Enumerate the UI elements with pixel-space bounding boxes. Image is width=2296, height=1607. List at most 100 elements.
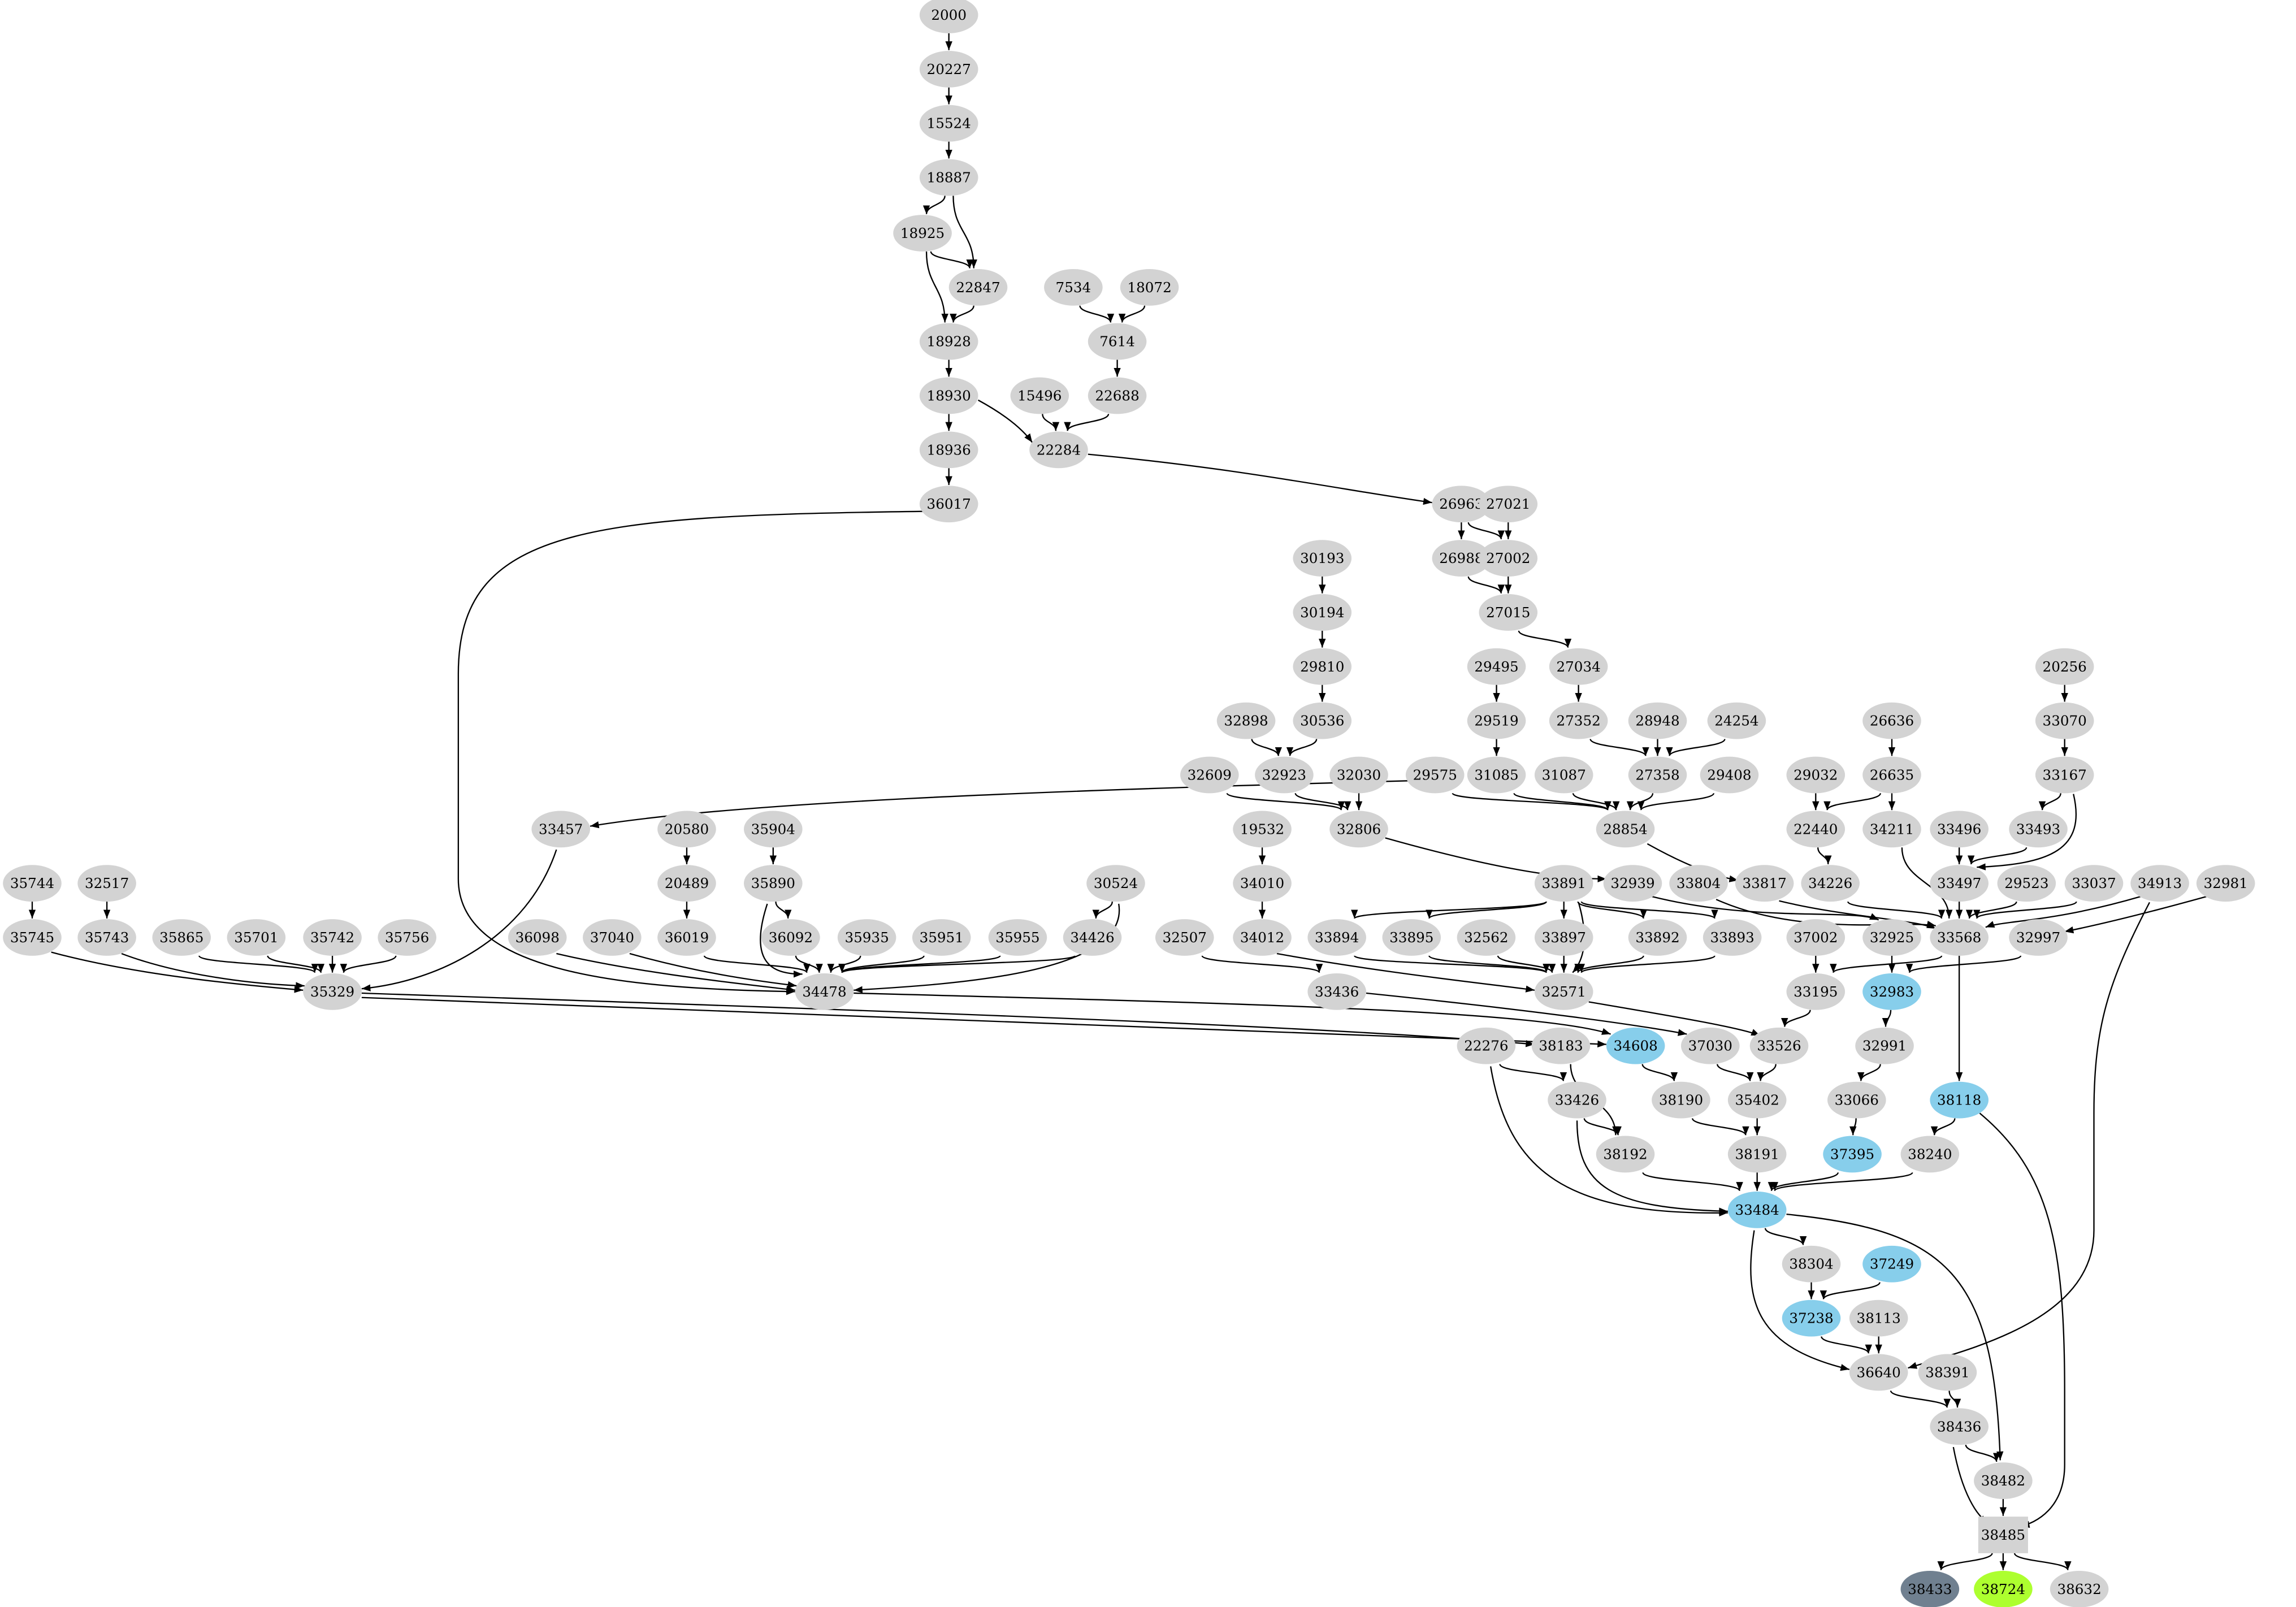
node-38436[interactable]: 38436	[1930, 1408, 1989, 1445]
node-33526[interactable]: 33526	[1749, 1027, 1809, 1064]
node-34426[interactable]: 34426	[1063, 919, 1122, 956]
node-29523[interactable]: 29523	[1997, 865, 2056, 902]
node-36017[interactable]: 36017	[919, 486, 978, 523]
node-31087[interactable]: 31087	[1534, 756, 1593, 794]
node-28854[interactable]: 28854	[1596, 811, 1655, 848]
node-35935[interactable]: 35935	[837, 919, 896, 956]
node-38191[interactable]: 38191	[1727, 1136, 1787, 1173]
node-18928[interactable]: 18928	[919, 323, 978, 360]
node-38485[interactable]: 38485	[1978, 1517, 2028, 1553]
node-2000[interactable]: 2000	[919, 0, 978, 33]
node-35904[interactable]: 35904	[744, 811, 803, 848]
node-38240[interactable]: 38240	[1900, 1136, 1960, 1173]
node-33070[interactable]: 33070	[2035, 702, 2094, 739]
node-38391[interactable]: 38391	[1918, 1354, 1977, 1391]
node-29575[interactable]: 29575	[1405, 756, 1465, 794]
node-33426[interactable]: 33426	[1548, 1081, 1606, 1119]
node-32562[interactable]: 32562	[1457, 919, 1516, 956]
node-33894[interactable]: 33894	[1307, 919, 1366, 956]
node-27015[interactable]: 27015	[1479, 594, 1538, 631]
node-32806[interactable]: 32806	[1329, 811, 1388, 848]
node-20489[interactable]: 20489	[657, 865, 716, 902]
node-32507[interactable]: 32507	[1155, 919, 1214, 956]
node-34226[interactable]: 34226	[1801, 865, 1860, 902]
node-36640[interactable]: 36640	[1849, 1354, 1908, 1391]
node-35951[interactable]: 35951	[912, 919, 971, 956]
node-32925[interactable]: 32925	[1862, 919, 1921, 956]
node-33436[interactable]: 33436	[1307, 973, 1366, 1010]
node-30524[interactable]: 30524	[1086, 865, 1145, 902]
node-33066[interactable]: 33066	[1827, 1081, 1886, 1119]
node-22688[interactable]: 22688	[1088, 377, 1147, 414]
node-33493[interactable]: 33493	[2009, 811, 2068, 848]
node-33893[interactable]: 33893	[1702, 919, 1762, 956]
node-15496[interactable]: 15496	[1010, 377, 1069, 414]
node-27358[interactable]: 27358	[1628, 756, 1687, 794]
node-18887[interactable]: 18887	[919, 159, 978, 196]
node-37238[interactable]: 37238	[1782, 1300, 1841, 1337]
node-37395[interactable]: 37395	[1823, 1136, 1882, 1173]
node-29810[interactable]: 29810	[1293, 648, 1352, 685]
node-33457[interactable]: 33457	[531, 811, 590, 848]
node-33484[interactable]: 33484	[1727, 1191, 1787, 1228]
node-37002[interactable]: 37002	[1786, 919, 1846, 956]
node-32997[interactable]: 32997	[2009, 919, 2068, 956]
node-22847[interactable]: 22847	[948, 268, 1008, 306]
node-7614[interactable]: 7614	[1088, 323, 1147, 360]
node-35955[interactable]: 35955	[988, 919, 1047, 956]
node-33037[interactable]: 33037	[2064, 865, 2124, 902]
node-30536[interactable]: 30536	[1293, 702, 1352, 739]
node-18930[interactable]: 18930	[919, 377, 978, 414]
node-20227[interactable]: 20227	[919, 50, 978, 88]
node-33897[interactable]: 33897	[1534, 919, 1593, 956]
node-27002[interactable]: 27002	[1479, 540, 1538, 577]
node-33817[interactable]: 33817	[1735, 865, 1794, 902]
node-37040[interactable]: 37040	[583, 919, 642, 956]
node-32517[interactable]: 32517	[77, 865, 136, 902]
node-35865[interactable]: 35865	[152, 919, 211, 956]
node-33568[interactable]: 33568	[1930, 919, 1989, 956]
node-35701[interactable]: 35701	[227, 919, 286, 956]
node-36092[interactable]: 36092	[761, 919, 820, 956]
node-33497[interactable]: 33497	[1930, 865, 1989, 902]
node-19532[interactable]: 19532	[1233, 811, 1292, 848]
node-29032[interactable]: 29032	[1786, 756, 1846, 794]
node-20580[interactable]: 20580	[657, 811, 716, 848]
node-29495[interactable]: 29495	[1467, 648, 1526, 685]
node-38433[interactable]: 38433	[1900, 1570, 1960, 1607]
node-34010[interactable]: 34010	[1233, 865, 1292, 902]
node-35744[interactable]: 35744	[3, 865, 62, 902]
node-27021[interactable]: 27021	[1479, 486, 1538, 523]
node-38113[interactable]: 38113	[1849, 1300, 1908, 1337]
node-31085[interactable]: 31085	[1467, 756, 1526, 794]
node-34608[interactable]: 34608	[1606, 1027, 1665, 1064]
node-27034[interactable]: 27034	[1549, 648, 1608, 685]
node-29408[interactable]: 29408	[1700, 756, 1759, 794]
node-35756[interactable]: 35756	[378, 919, 436, 956]
node-26636[interactable]: 26636	[1862, 702, 1921, 739]
node-33804[interactable]: 33804	[1669, 865, 1728, 902]
node-20256[interactable]: 20256	[2035, 648, 2094, 685]
node-32981[interactable]: 32981	[2196, 865, 2255, 902]
node-30193[interactable]: 30193	[1293, 540, 1352, 577]
node-36019[interactable]: 36019	[657, 919, 716, 956]
node-32030[interactable]: 32030	[1329, 756, 1388, 794]
node-35745[interactable]: 35745	[3, 919, 62, 956]
node-35742[interactable]: 35742	[303, 919, 362, 956]
node-30194[interactable]: 30194	[1293, 594, 1352, 631]
node-22284[interactable]: 22284	[1029, 431, 1088, 469]
node-36098[interactable]: 36098	[508, 919, 567, 956]
node-22276[interactable]: 22276	[1457, 1027, 1516, 1064]
node-35329[interactable]: 35329	[303, 973, 362, 1010]
node-22440[interactable]: 22440	[1786, 811, 1846, 848]
node-27352[interactable]: 27352	[1549, 702, 1608, 739]
node-29519[interactable]: 29519	[1467, 702, 1526, 739]
node-32991[interactable]: 32991	[1855, 1027, 1914, 1064]
node-38118[interactable]: 38118	[1930, 1081, 1989, 1119]
node-26988[interactable]: 26988	[1432, 540, 1491, 577]
node-7534[interactable]: 7534	[1044, 268, 1103, 306]
node-33167[interactable]: 33167	[2035, 756, 2094, 794]
node-28948[interactable]: 28948	[1628, 702, 1687, 739]
node-34913[interactable]: 34913	[2130, 865, 2189, 902]
node-34211[interactable]: 34211	[1862, 811, 1921, 848]
